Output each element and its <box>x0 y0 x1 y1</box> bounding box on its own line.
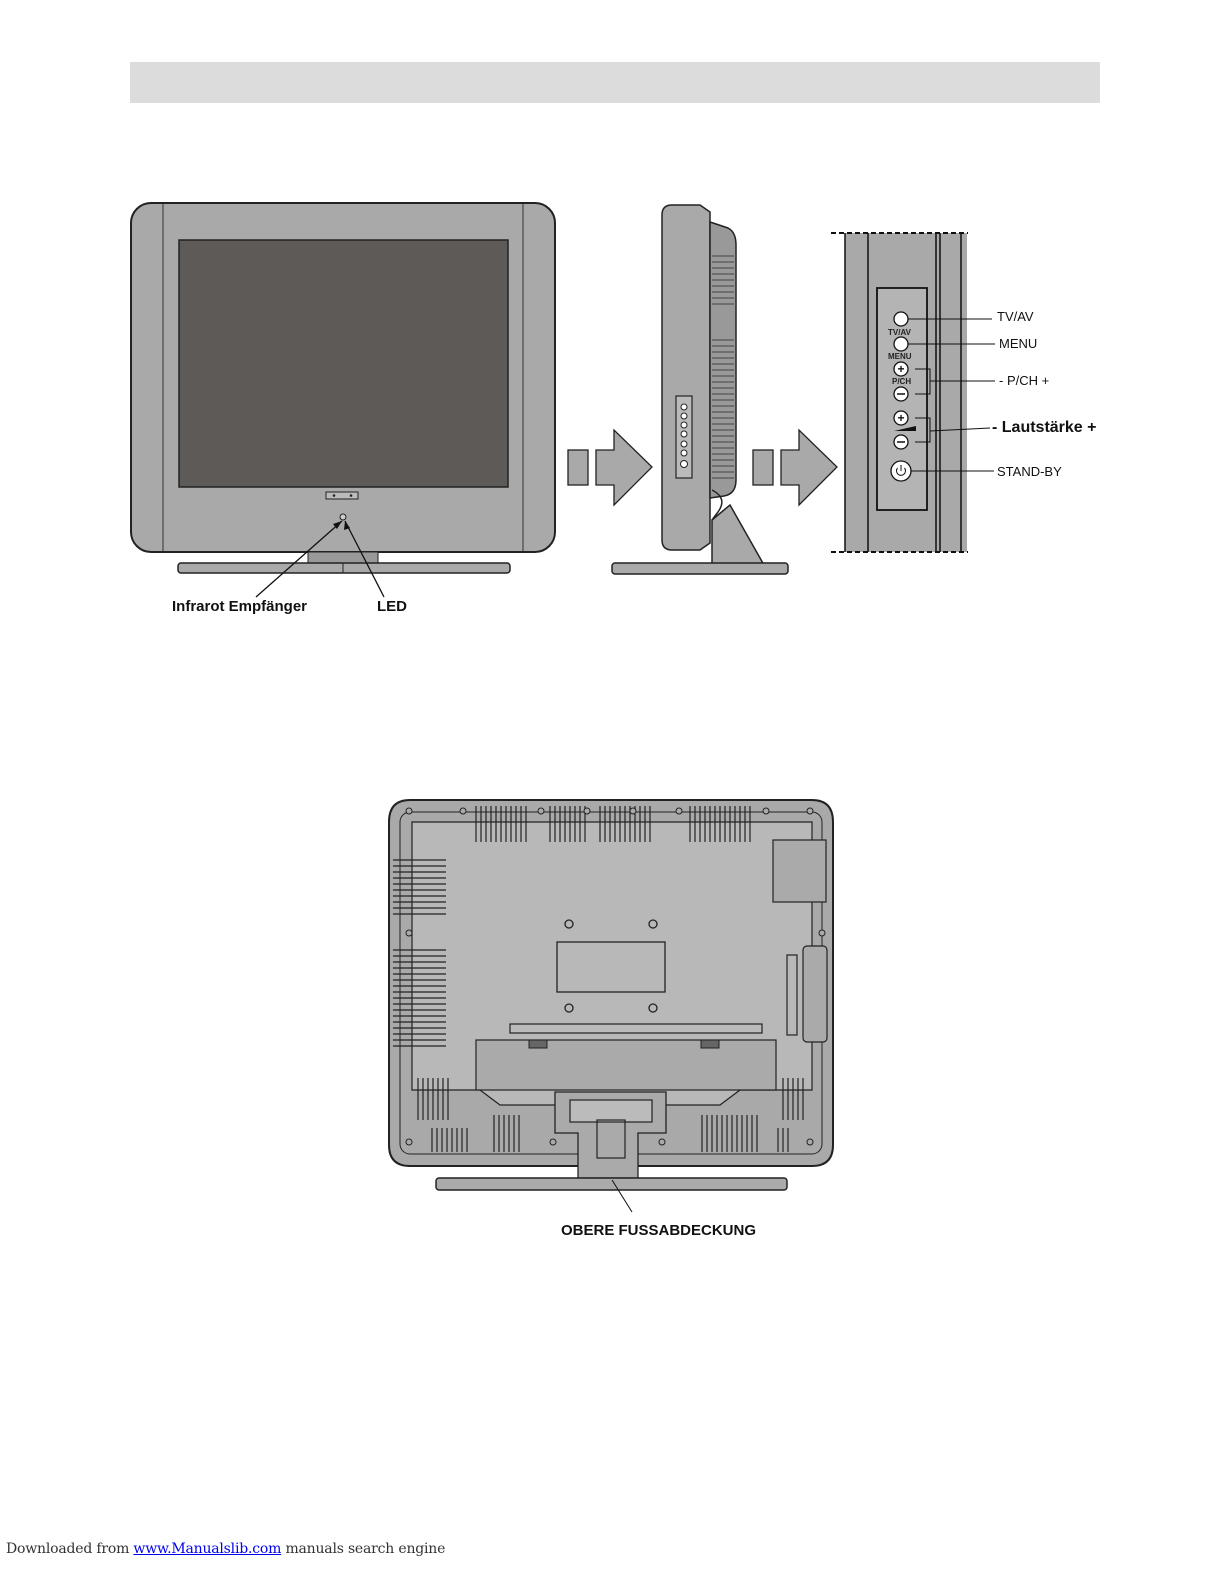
pch-button-label: P/CH <box>892 377 911 386</box>
tvav-button <box>894 312 908 326</box>
tvav-button-label: TV/AV <box>888 328 911 337</box>
menu-button <box>894 337 908 351</box>
control-panel-closeup: + + <box>831 233 995 552</box>
pch-callout: - P/CH + <box>999 373 1049 388</box>
arrow-front-to-side <box>568 430 652 505</box>
menu-button-label: MENU <box>888 352 912 361</box>
rear-view-tv <box>389 800 833 1212</box>
stand-cover-label: OBERE FUSSABDECKUNG <box>561 1222 756 1239</box>
footer-credit: Downloaded from www.Manualslib.com manua… <box>6 1541 445 1557</box>
volume-callout: - Lautstärke + <box>992 419 1096 437</box>
menu-callout: MENU <box>999 336 1037 351</box>
footer-prefix: Downloaded from <box>6 1541 133 1557</box>
front-view-tv <box>131 203 555 597</box>
ir-receiver-window <box>340 514 346 520</box>
tvav-callout: TV/AV <box>997 309 1034 324</box>
tv-screen <box>179 240 508 487</box>
front-logo-plate <box>326 492 358 499</box>
front-stand-base <box>178 563 510 573</box>
led-label: LED <box>377 598 407 615</box>
svg-text:+: + <box>897 362 904 376</box>
ir-receiver-label: Infrarot Empfänger <box>172 598 307 615</box>
rear-stand-base <box>436 1178 787 1190</box>
manualslib-link[interactable]: www.Manualslib.com <box>133 1541 281 1557</box>
arrow-side-to-panel <box>753 430 837 505</box>
svg-text:+: + <box>897 411 904 425</box>
footer-suffix: manuals search engine <box>281 1541 445 1557</box>
side-view-tv <box>612 205 788 574</box>
standby-callout: STAND-BY <box>997 464 1062 479</box>
